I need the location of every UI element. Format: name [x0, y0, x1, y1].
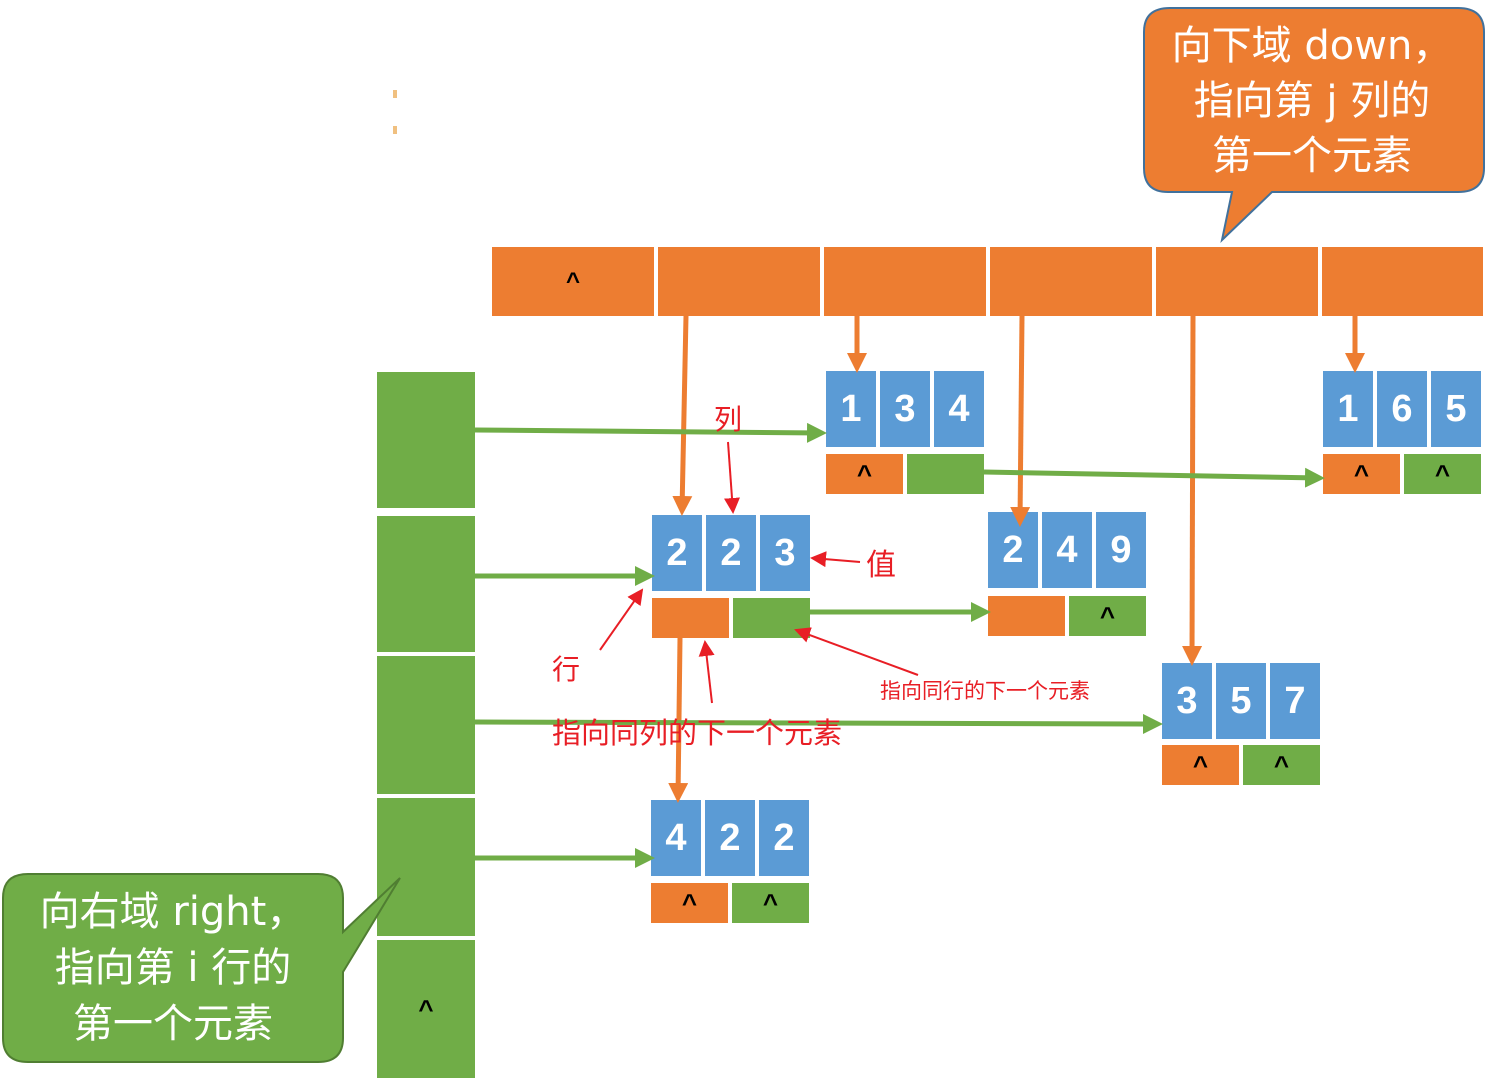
node-col-field: 5	[1216, 663, 1266, 739]
column-head-4	[990, 247, 1152, 316]
node-down-field	[652, 598, 729, 638]
node-value-field: 7	[1270, 663, 1320, 739]
label-col: 列	[714, 403, 743, 436]
row-head-2	[377, 516, 475, 652]
row-head-3	[377, 656, 475, 794]
node-value-field: 2	[759, 800, 809, 876]
node-value-field: 9	[1096, 512, 1146, 588]
node-row-field: 4	[651, 800, 701, 876]
row-head-4	[377, 798, 475, 936]
node-row-field: 1	[1323, 371, 1373, 447]
node-down-field: ^	[1323, 454, 1400, 494]
node-row-field: 2	[652, 515, 702, 591]
down-callout-shape	[1143, 7, 1485, 243]
node-value-field: 3	[760, 515, 810, 591]
node-right-field	[907, 454, 984, 494]
right-callout-shape	[1, 873, 401, 1063]
node-right-field: ^	[1243, 745, 1320, 785]
row-head-5: ^	[377, 940, 475, 1078]
label-row: 行	[552, 653, 581, 686]
node-right-field: ^	[1404, 454, 1481, 494]
node-right-field: ^	[732, 883, 809, 923]
node-row-field: 1	[826, 371, 876, 447]
label-value: 值	[866, 548, 896, 583]
column-head-2	[658, 247, 820, 316]
right-arrow	[474, 422, 827, 443]
node-col-field: 6	[1377, 371, 1427, 447]
node-row-field: 3	[1162, 663, 1212, 739]
column-head-1: ^	[492, 247, 654, 316]
node-col-field: 4	[1042, 512, 1092, 588]
node-down-field	[988, 596, 1065, 636]
column-head-3	[824, 247, 986, 316]
right-callout-line-1: 向右域 right，	[39, 889, 307, 935]
down-arrow	[672, 315, 693, 516]
column-head-5	[1156, 247, 1318, 316]
label-next-in-col: 指向同列的下一个元素	[552, 716, 843, 750]
right-arrow	[983, 467, 1325, 488]
node-right-field: ^	[1069, 596, 1146, 636]
row-head-1	[377, 372, 475, 508]
right-callout-line-3: 第一个元素	[73, 1001, 273, 1047]
label-pointer	[810, 551, 861, 568]
down-arrow	[1182, 315, 1203, 666]
down-callout-line-3: 第一个元素	[1212, 133, 1412, 179]
node-value-field: 4	[934, 371, 984, 447]
label-next-in-row: 指向同行的下一个元素	[880, 679, 1090, 703]
down-callout-line-2: 指向第 j 列的	[1193, 78, 1431, 124]
node-col-field: 2	[705, 800, 755, 876]
stray-mark	[393, 126, 397, 134]
label-pointer	[794, 627, 919, 676]
node-down-field: ^	[826, 454, 903, 494]
label-pointer	[698, 640, 715, 704]
label-pointer	[724, 441, 740, 514]
down-arrow	[668, 637, 689, 803]
node-value-field: 5	[1431, 371, 1481, 447]
node-col-field: 3	[880, 371, 930, 447]
label-pointer	[599, 588, 644, 651]
down-callout-line-1: 向下域 down，	[1171, 23, 1453, 69]
right-arrow	[474, 713, 1163, 734]
node-down-field: ^	[651, 883, 728, 923]
right-callout-line-2: 指向第 i 行的	[54, 945, 292, 991]
node-down-field: ^	[1162, 745, 1239, 785]
stray-mark	[393, 90, 397, 98]
down-arrow	[1010, 315, 1031, 527]
column-head-6	[1322, 247, 1483, 316]
node-col-field: 2	[706, 515, 756, 591]
